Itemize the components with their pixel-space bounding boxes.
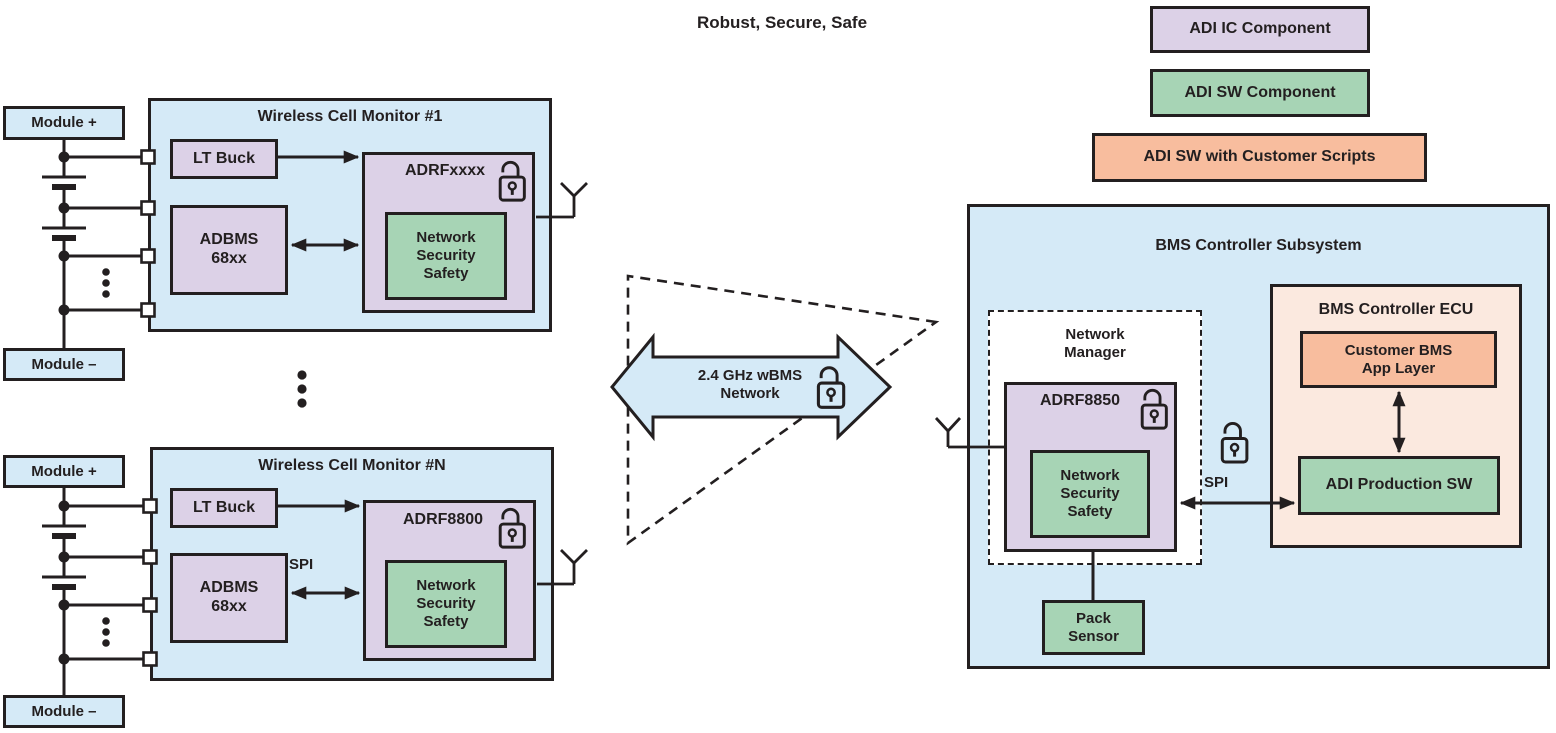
ellipsis-dots xyxy=(102,268,110,298)
monitor-n-title: Wireless Cell Monitor #N xyxy=(258,457,446,474)
lt-buck-n: LT Buck xyxy=(170,488,278,528)
wbms-network-label: 2.4 GHz wBMS Network xyxy=(697,367,803,403)
network-manager-title: Network Manager xyxy=(1064,326,1126,362)
spi-label-controller: SPI xyxy=(1204,474,1229,491)
module-plus-label-2: Module + xyxy=(3,455,125,488)
legend-adi-sw-component: ADI SW Component xyxy=(1150,69,1370,117)
dashed-zoom-triangle xyxy=(626,274,940,546)
battery-stack-1 xyxy=(42,140,156,348)
network-security-safety-nm: Network Security Safety xyxy=(1030,450,1150,538)
spi-label-monitor-n: SPI xyxy=(289,556,314,573)
network-security-safety-1: Network Security Safety xyxy=(385,212,507,300)
customer-bms-app-layer: Customer BMS App Layer xyxy=(1300,331,1497,388)
ellipsis-dots xyxy=(102,617,110,647)
battery-stack-2 xyxy=(42,488,158,695)
adrf-radio-1-label: ADRFxxxx xyxy=(404,162,486,179)
adrf-radio-n-label: ADRF8800 xyxy=(402,511,484,528)
monitor-1-title: Wireless Cell Monitor #1 xyxy=(257,108,443,125)
lt-buck-1: LT Buck xyxy=(170,139,278,179)
bms-controller-subsystem-title: BMS Controller Subsystem xyxy=(1155,237,1362,254)
tagline: Robust, Secure, Safe xyxy=(696,13,868,32)
module-minus-label-1: Module – xyxy=(3,348,125,381)
adbms-68xx-1: ADBMS 68xx xyxy=(170,205,288,295)
legend-adi-sw-with-customer-scripts: ADI SW with Customer Scripts xyxy=(1092,133,1427,182)
module-minus-label-2: Module – xyxy=(3,695,125,728)
module-plus-label-1: Module + xyxy=(3,106,125,140)
adi-production-sw: ADI Production SW xyxy=(1298,456,1500,515)
legend-adi-ic-component: ADI IC Component xyxy=(1150,6,1370,53)
bms-controller-ecu-title: BMS Controller ECU xyxy=(1318,301,1474,318)
adrf8850-label: ADRF8850 xyxy=(1039,392,1121,409)
adbms-68xx-n: ADBMS 68xx xyxy=(170,553,288,643)
ellipsis-dots xyxy=(297,370,307,408)
pack-sensor: Pack Sensor xyxy=(1042,600,1145,655)
network-security-safety-n: Network Security Safety xyxy=(385,560,507,648)
